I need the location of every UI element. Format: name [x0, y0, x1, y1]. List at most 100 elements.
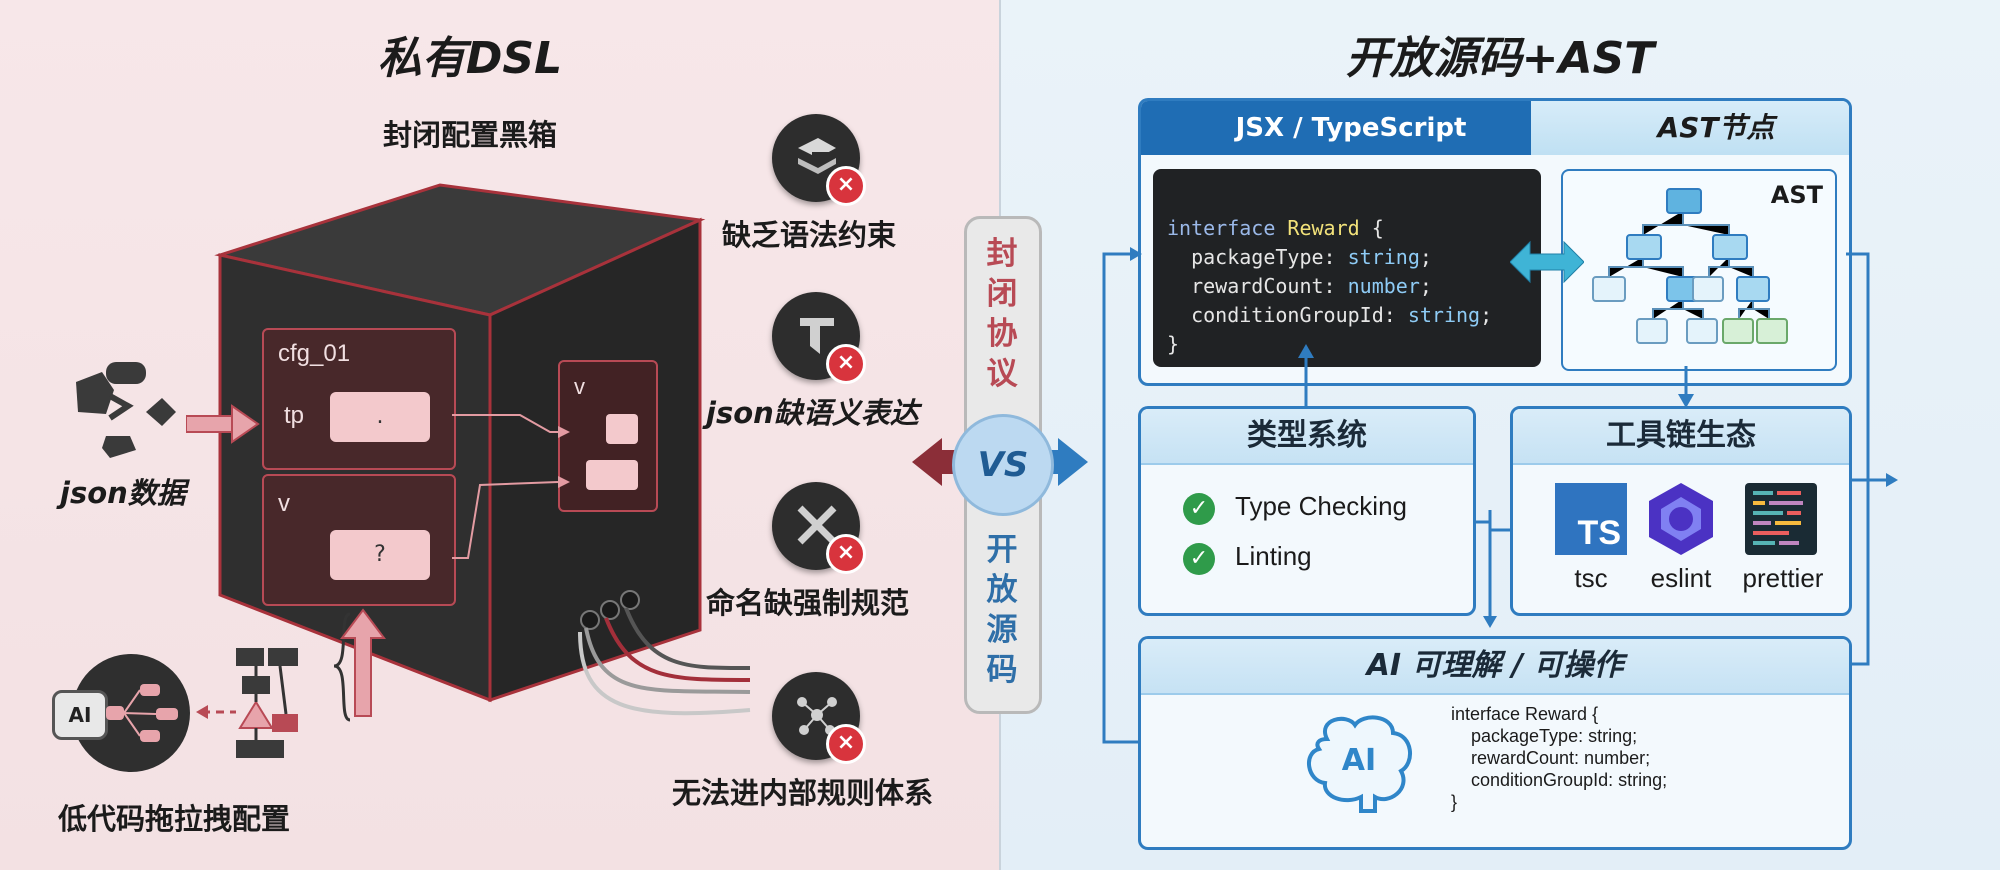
- code-type-name: Reward: [1287, 216, 1360, 240]
- tp-value-slot: .: [330, 392, 430, 442]
- code-ast-panel: JSX / TypeScript AST节点 interface Reward …: [1138, 98, 1852, 386]
- ts-badge-text: TS: [1577, 514, 1621, 552]
- code-end: ;: [1419, 274, 1432, 298]
- side-v-block: v: [558, 360, 658, 512]
- typescript-icon: TS: [1555, 483, 1627, 555]
- ast-tree-diagram: [1592, 188, 1788, 344]
- ai-panel-title: AI 可理解 / 可操作: [1141, 639, 1849, 695]
- code-key: rewardCount: [1167, 274, 1324, 298]
- tab-ast-nodes[interactable]: AST节点: [1657, 111, 1775, 144]
- code-end: ;: [1480, 303, 1493, 327]
- ai-robot-icon: AI: [52, 690, 108, 740]
- json-data-icon: [76, 362, 176, 458]
- problem-label-3: 命名缺强制规范: [706, 586, 910, 620]
- v-value-slot: ?: [330, 530, 430, 580]
- ast-label: AST: [1770, 181, 1823, 209]
- type-system-panel: 类型系统 ✓ Type Checking ✓ Linting: [1138, 406, 1476, 616]
- side-slot-2: [586, 460, 638, 490]
- tools-icon: [797, 505, 837, 545]
- cfg-title: cfg_01: [278, 340, 351, 367]
- json-data-label: json数据: [60, 476, 186, 510]
- x-badge-icon: ×: [826, 724, 866, 764]
- problem-label-2: json缺语义表达: [706, 396, 919, 430]
- open-char: 码: [986, 652, 1018, 688]
- layers-icon: [798, 138, 836, 174]
- problem-icon-1: ×: [772, 114, 866, 206]
- type-checking-item: Type Checking: [1235, 491, 1407, 521]
- check-icon: ✓: [1183, 493, 1215, 525]
- code-end: ;: [1419, 245, 1432, 269]
- closed-char: 闭: [986, 276, 1018, 312]
- cfg-block: cfg_01 tp .: [262, 328, 456, 470]
- code-brace: {: [1359, 216, 1384, 240]
- closed-char: 封: [986, 236, 1018, 272]
- prettier-lines: [1753, 491, 1803, 545]
- code-sep: :: [1323, 274, 1348, 298]
- tool-name-eslint: eslint: [1650, 563, 1712, 593]
- cables: [578, 590, 751, 716]
- lowcode-label: 低代码拖拉拽配置: [58, 802, 291, 836]
- eslint-icon: [1649, 483, 1713, 555]
- x-badge-icon: ×: [826, 534, 866, 574]
- flowchart-icon: [196, 648, 298, 758]
- ai-panel: AI 可理解 / 可操作 AI interface Reward { packa…: [1138, 636, 1852, 850]
- v-label: v: [278, 490, 290, 517]
- open-char: 开: [986, 532, 1018, 568]
- problem-label-4: 无法进内部规则体系: [672, 776, 934, 810]
- tab-jsx-bg: [1141, 101, 1561, 155]
- toolchain-panel: 工具链生态 TS tsc eslint prettier: [1510, 406, 1852, 616]
- code-sep: :: [1383, 303, 1408, 327]
- tab-ast-bg: [1531, 101, 1849, 155]
- right-title: 开放源码+AST: [1345, 33, 1655, 84]
- ai-code-snippet: interface Reward { packageType: string; …: [1451, 704, 1668, 812]
- tool-name-prettier: prettier: [1742, 563, 1824, 593]
- ast-tree-box: AST: [1561, 169, 1837, 371]
- code-type: string: [1407, 303, 1481, 327]
- linting-item: Linting: [1235, 541, 1312, 571]
- code-key: packageType: [1167, 245, 1324, 269]
- code-sep: :: [1323, 245, 1348, 269]
- x-badge-icon: ×: [826, 344, 866, 384]
- type-system-title: 类型系统: [1141, 409, 1473, 465]
- cube-connectors: [452, 414, 570, 559]
- problem-label-1: 缺乏语法约束: [722, 218, 897, 252]
- prettier-icon: [1745, 483, 1817, 555]
- closed-protocol-label: 封 闭 协 议: [966, 234, 1038, 394]
- lowcode-brace: [333, 612, 351, 722]
- code-type: number: [1347, 274, 1420, 298]
- problem-icon-4: ×: [772, 672, 866, 764]
- mindmap-icon: [106, 684, 178, 742]
- code-close: }: [1167, 332, 1180, 356]
- check-icon: ✓: [1183, 543, 1215, 575]
- vs-arrows: [912, 438, 1088, 486]
- code-block: interface Reward { packageType: string; …: [1167, 185, 1492, 359]
- code-keyword: interface: [1167, 216, 1288, 240]
- open-char: 源: [986, 612, 1018, 648]
- tag-icon: [800, 318, 834, 354]
- tp-label: tp: [284, 402, 305, 429]
- code-key: conditionGroupId: [1167, 303, 1384, 327]
- closed-char: 协: [986, 316, 1018, 352]
- code-ast-double-arrow: [1510, 240, 1584, 284]
- open-char: 放: [986, 572, 1018, 608]
- problem-icon-3: ×: [772, 482, 866, 574]
- tab-jsx-typescript[interactable]: JSX / TypeScript: [1235, 113, 1467, 143]
- code-editor: interface Reward { packageType: string; …: [1153, 169, 1541, 367]
- lowcode-up-arrow: [340, 608, 386, 717]
- ai-brain-icon: [1307, 715, 1413, 813]
- x-badge-icon: ×: [826, 166, 866, 206]
- left-title: 私有DSL: [377, 33, 563, 84]
- side-slot-1: [606, 414, 638, 444]
- ai-brain-label: AI: [1341, 743, 1377, 778]
- code-type: string: [1347, 245, 1420, 269]
- toolchain-title: 工具链生态: [1513, 409, 1849, 465]
- json-arrow: [186, 404, 260, 444]
- open-source-label: 开 放 源 码: [966, 530, 1038, 690]
- problem-icon-2: ×: [772, 292, 866, 384]
- network-icon: [797, 697, 837, 735]
- closed-char: 议: [986, 356, 1018, 392]
- black-box-caption: 封闭配置黑箱: [382, 118, 557, 152]
- v-block: v ?: [262, 474, 456, 606]
- vs-badge: VS: [952, 414, 1054, 516]
- side-v-label: v: [574, 374, 585, 399]
